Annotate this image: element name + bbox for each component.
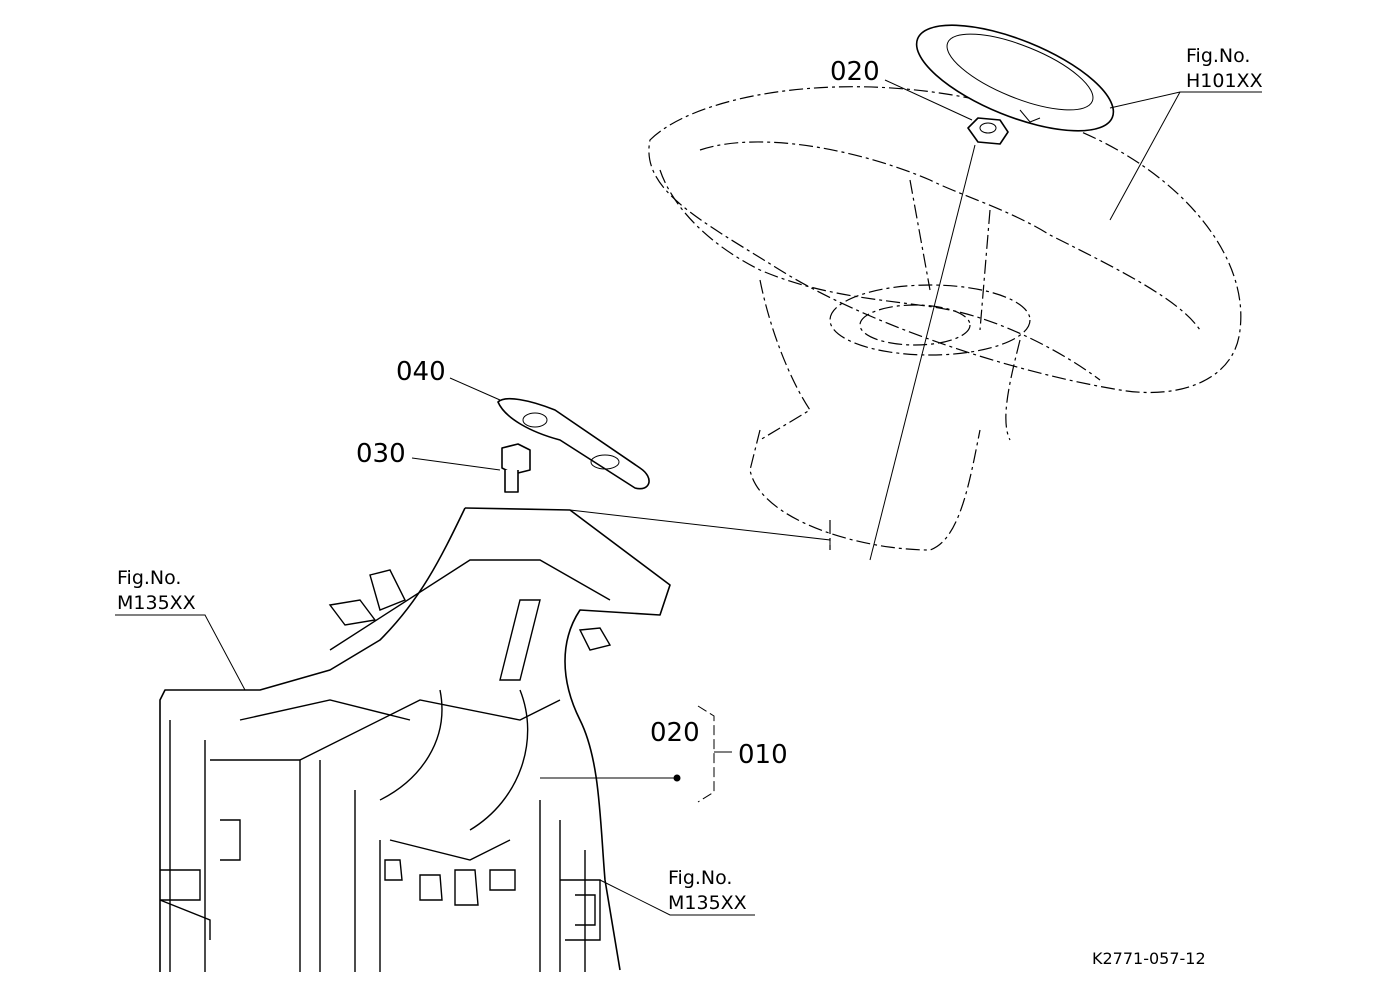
steering-wheel-phantom <box>648 86 1242 551</box>
figref-top-right-code: H101XX <box>1186 70 1263 92</box>
group-bracket <box>697 705 715 803</box>
leader-030 <box>411 457 501 471</box>
leader-h101xx-2 <box>1109 91 1181 221</box>
leader-m135xx-left <box>115 614 246 691</box>
steering-axis-line <box>869 144 976 561</box>
plate-040 <box>497 398 650 490</box>
callout-020-top: 020 <box>830 57 880 87</box>
callout-010: 010 <box>738 740 788 770</box>
horn-cap <box>915 24 1115 132</box>
figref-bottom-right-title: Fig.No. <box>668 867 732 889</box>
figref-left-title: Fig.No. <box>117 567 181 589</box>
column-frame <box>159 507 671 972</box>
figref-left-code: M135XX <box>117 592 196 614</box>
callout-020-group: 020 <box>650 718 700 748</box>
leader-020-top <box>884 79 973 121</box>
callout-040: 040 <box>396 357 446 387</box>
leader-frame-to-wheel <box>569 509 831 550</box>
drawing-code: K2771-057-12 <box>1092 949 1206 968</box>
bolt-030 <box>501 443 531 493</box>
leader-dot <box>673 774 681 782</box>
leader-h101xx <box>1109 91 1262 109</box>
nut-020 <box>967 117 1009 145</box>
figref-top-right-title: Fig.No. <box>1186 45 1250 67</box>
leader-040 <box>449 377 501 401</box>
callout-030: 030 <box>356 439 406 469</box>
figref-bottom-right-code: M135XX <box>668 892 747 914</box>
leader-m135xx-right <box>599 879 755 916</box>
